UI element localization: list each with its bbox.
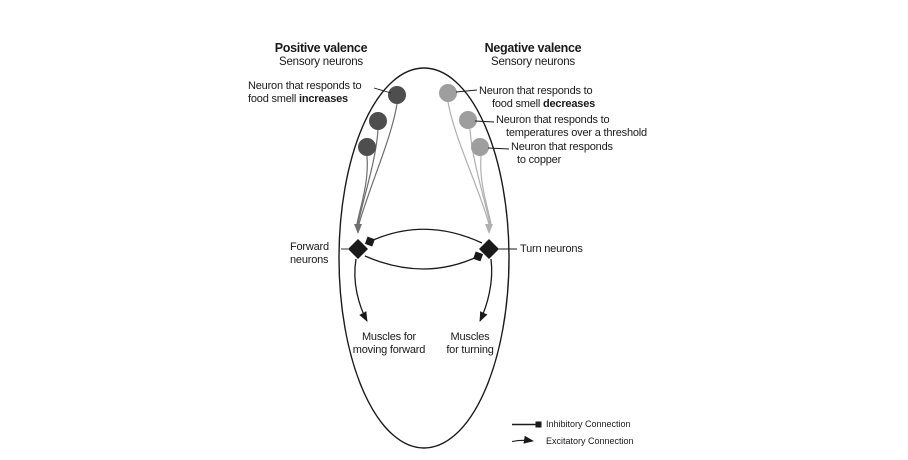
legend-excitatory-label: Excitatory Connection [546, 436, 634, 446]
connector-food-decrease [455, 89, 478, 93]
positive-sensory-axons [354, 103, 398, 234]
neuron-food-smell-increases [388, 86, 406, 104]
forward-neurons-node [348, 239, 368, 259]
label-line: Neuron that responds to [248, 80, 362, 92]
negative-valence-title: Negative valence [484, 41, 582, 55]
legend-excitatory-symbol [511, 435, 534, 444]
label-line: food smell increases [248, 93, 348, 105]
forward-neurons-label: Forward neurons [290, 241, 329, 267]
inhibition-forward-to-turn [364, 251, 484, 270]
neuron-positive-3 [358, 138, 376, 156]
legend-inhibitory-label: Inhibitory Connection [546, 419, 631, 429]
positive-valence-subtitle: Sensory neurons [279, 56, 363, 68]
neuron-positive-2 [369, 112, 387, 130]
label-line: Neuron that responds to [479, 85, 593, 97]
negative-valence-heading: Negative valence Sensory neurons [448, 41, 618, 69]
negative-sensory-axons [447, 101, 493, 234]
connector-temperature [474, 120, 495, 123]
label-line: food smell decreases [492, 98, 596, 110]
forward-to-muscle-arrow [354, 258, 368, 322]
label-line: Neuron that responds [511, 141, 613, 153]
positive-valence-title: Positive valence [274, 41, 368, 55]
neuron-food-smell-decreases [439, 84, 457, 102]
connector-copper [487, 147, 510, 150]
label-food-smell-decreases: Neuron that responds to food smell decre… [479, 85, 595, 111]
label-line: temperatures over a threshold [506, 127, 647, 139]
label-line: Neuron that responds to [496, 114, 610, 126]
label-copper: Neuron that responds to copper [511, 141, 613, 167]
turn-to-muscle-arrow [479, 258, 493, 322]
inhibition-turn-to-forward [364, 228, 483, 247]
turn-neurons-node [479, 239, 499, 259]
label-line: moving forward [352, 344, 426, 356]
label-temperature: Neuron that responds to temperatures ove… [496, 114, 647, 140]
neuron-temperature [459, 111, 477, 129]
neuron-copper [471, 138, 489, 156]
label-line: Muscles [450, 331, 490, 343]
label-line: neurons [290, 254, 329, 266]
negative-valence-subtitle: Sensory neurons [491, 56, 575, 68]
muscles-turning-label: Muscles for turning [410, 331, 530, 357]
label-line: Muscles for [361, 331, 417, 343]
label-line: for turning [446, 344, 494, 356]
label-line: Forward [290, 241, 329, 253]
label-line: to copper [517, 154, 562, 166]
connector-food-increase [373, 87, 392, 94]
legend-inhibitory-symbol [512, 421, 542, 428]
positive-valence-heading: Positive valence Sensory neurons [236, 41, 406, 69]
muscles-forward-label: Muscles for moving forward [329, 331, 449, 357]
label-food-smell-increases: Neuron that responds to food smell incre… [248, 80, 362, 106]
turn-neurons-label: Turn neurons [520, 243, 583, 255]
worm-body-outline [338, 67, 510, 449]
